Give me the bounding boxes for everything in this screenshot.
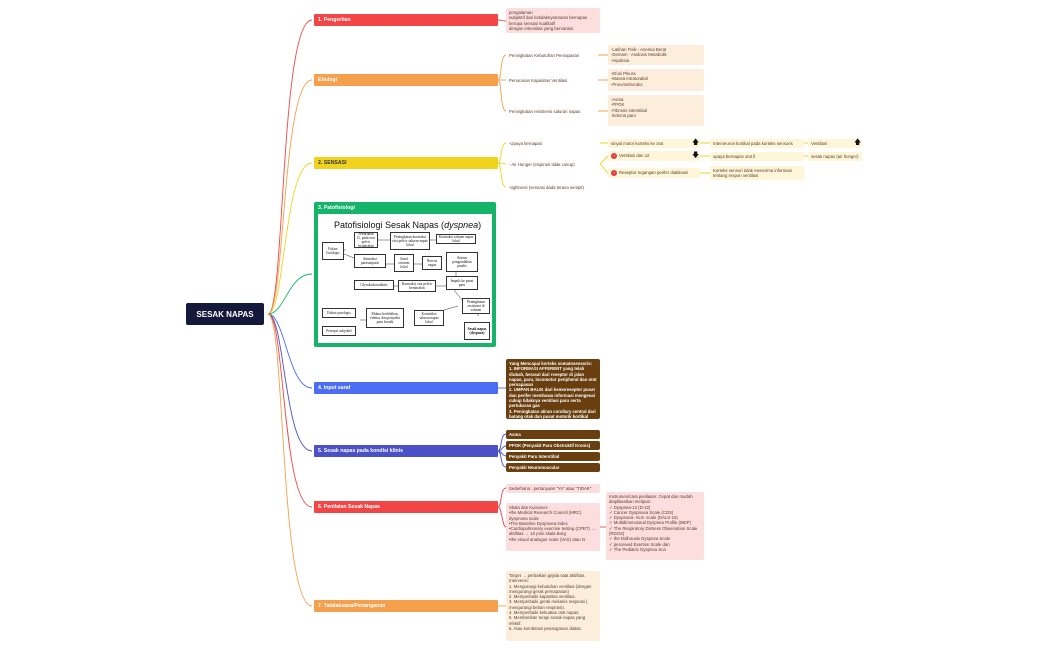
penilaian-skala[interactable]: Skala dan Kuisioner: •the Medical Resear… [506, 503, 600, 551]
sensasi-upaya-step3[interactable]: Ventilasi [808, 139, 862, 148]
diagram-box: Kontraksi otot pelvic berakselan [398, 280, 436, 292]
sensasi-air-step2[interactable]: upaya bernapas otot ll [710, 152, 804, 161]
diagram-box: Sistem pengendalian paralis [446, 252, 478, 272]
diagram-box: Peningkatan kontraksi otot pelvic salura… [390, 232, 430, 250]
tatalaksana-note[interactable]: Target → perbaikan gejala saat aktifitas… [506, 571, 600, 641]
topic-input-saraf[interactable]: 4. Input saraf [314, 382, 498, 394]
topic-kondisi-klinis[interactable]: 5. Sesak napas pada kondisi klinis [314, 445, 498, 457]
patofisiologi-diagram: Patofisiologi Sesak Napas (dyspnea) Fakt… [318, 214, 492, 343]
sensasi-air-step3[interactable]: sesak napas (air hunger) [808, 152, 862, 161]
etiologi-detail[interactable]: -Latihan Fisik - Anemia Berat -Demam - A… [608, 45, 704, 65]
diagram-box: Glyroksikosolaktis [354, 280, 394, 290]
penilaian-simple[interactable]: Sederhana : pertanyaan "YA" atau "TIDAK" [506, 484, 600, 493]
kondisi-item[interactable]: PPOK (Penyakit Paru Obstruktif Kronis) [506, 441, 600, 450]
diagram-box: Kontraksi saluran napas lokal [436, 234, 476, 244]
kondisi-item[interactable]: Penyakit Paru Interstitial [506, 452, 600, 461]
diagram-box: Konstriksi saluran napas lokal [414, 310, 444, 326]
sensasi-upaya-step1[interactable]: sinyal motor korteks ke otot [608, 139, 700, 148]
diagram-box: Mukus berlebihan, edema, dan penyakit pa… [366, 308, 404, 328]
diagram-box: Faktor patologis [322, 308, 356, 318]
topic-sensasi[interactable]: 2. SENSASI [314, 157, 498, 169]
penilaian-instrumen[interactable]: Instrumen/cara penilaian: Cepat dan muda… [606, 492, 704, 560]
diagram-box: Penurunan O₂ pada otot pelvic berakselan [354, 232, 378, 248]
sensasi-reseptor-step1[interactable]: !Reseptor regangan perifer diaktivasi [608, 168, 700, 178]
sensasi-reseptor-step1-text: Reseptor regangan perifer diaktivasi [619, 170, 689, 176]
topic-tatalaksana[interactable]: 7. Tatalaksana/Penanganan [314, 600, 498, 612]
sensasi-upaya-step2[interactable]: Interneuron kortikal pada korteks sensor… [710, 139, 804, 148]
diagram-box: Peningkatan resistensi di saluran [462, 298, 490, 314]
diagram-box: Faktor fisiologis [322, 242, 344, 260]
alert-icon: ! [611, 153, 617, 159]
kondisi-item[interactable]: Penyakit Neuromuscular [506, 463, 600, 472]
kondisi-item[interactable]: Asma [506, 430, 600, 439]
root-node[interactable]: SESAK NAPAS [186, 303, 264, 325]
sensasi-item-label[interactable]: -Upaya bernapas [509, 141, 542, 146]
alert-icon: ! [611, 170, 617, 176]
arrow-up-icon: 🡅 [692, 138, 700, 146]
etiologi-detail[interactable]: -Asma -PPOK -Fibrosis interstitial -Edem… [608, 95, 704, 126]
arrow-up-icon: 🡅 [854, 138, 862, 146]
topic-etiologi[interactable]: Etiologi [314, 74, 498, 86]
etiologi-item-label[interactable]: Penurunan Kapasitas Ventilasi [509, 78, 568, 83]
patofisiologi-label: 3. Patofisiologi [318, 205, 355, 211]
diagram-box: Impuls ke pusat paru [446, 276, 478, 290]
diagram-box: Sesak napas (dyspnea) [464, 322, 490, 340]
diagram-title-end: ) [478, 220, 482, 230]
diagram-title-text: Patofisiologi Sesak Napas ( [334, 220, 445, 230]
topic-patofisiologi[interactable]: 3. Patofisiologi Patofisiologi Sesak Nap… [314, 202, 496, 347]
etiologi-item-label[interactable]: Peningkatan Kebutuhan Pernapasan [509, 53, 580, 58]
diagram-box: Nervus vagus [422, 256, 442, 270]
sensasi-reseptor-step2[interactable]: Korteks sensori tidak menerima informasi… [710, 166, 804, 180]
sensasi-upaya-step1-text: sinyal motor korteks ke otot [611, 141, 664, 146]
pengertian-note[interactable]: pengalaman subjektif dari ketidaknyamana… [506, 8, 600, 33]
diagram-box: Saraf otonom lokal [394, 254, 414, 272]
sensasi-air-step1-text: Ventilasi dan o2 [619, 153, 650, 159]
diagram-box: Persepsi subjektif [322, 326, 356, 336]
topic-penilaian[interactable]: 6. Penilaian Sesak Napas [314, 501, 498, 513]
sensasi-air-step1[interactable]: !Ventilasi dan o2 [608, 151, 700, 161]
arrow-down-icon: 🡇 [692, 151, 700, 159]
sensasi-item-label[interactable]: -tightness (sensasi dada terasa sempit) [509, 185, 584, 190]
diagram-box: Stimulasi parasimpatis [354, 254, 386, 268]
sensasi-item-label[interactable]: - Air Hunger (inspirasi tidak cukup) [509, 162, 575, 167]
topic-pengertian[interactable]: 1. Pengertian [314, 14, 498, 26]
diagram-title-em: dyspnea [444, 220, 479, 230]
input-saraf-note[interactable]: Yang Mencapai korteks somatosensoris: 1.… [506, 359, 600, 419]
etiologi-item-label[interactable]: Peningkatan resistensi saluran napas [509, 109, 581, 114]
diagram-title: Patofisiologi Sesak Napas (dyspnea) [334, 220, 481, 230]
etiologi-detail[interactable]: -Efusi Pleura -Massa Intratorakal -Pneum… [608, 69, 704, 91]
